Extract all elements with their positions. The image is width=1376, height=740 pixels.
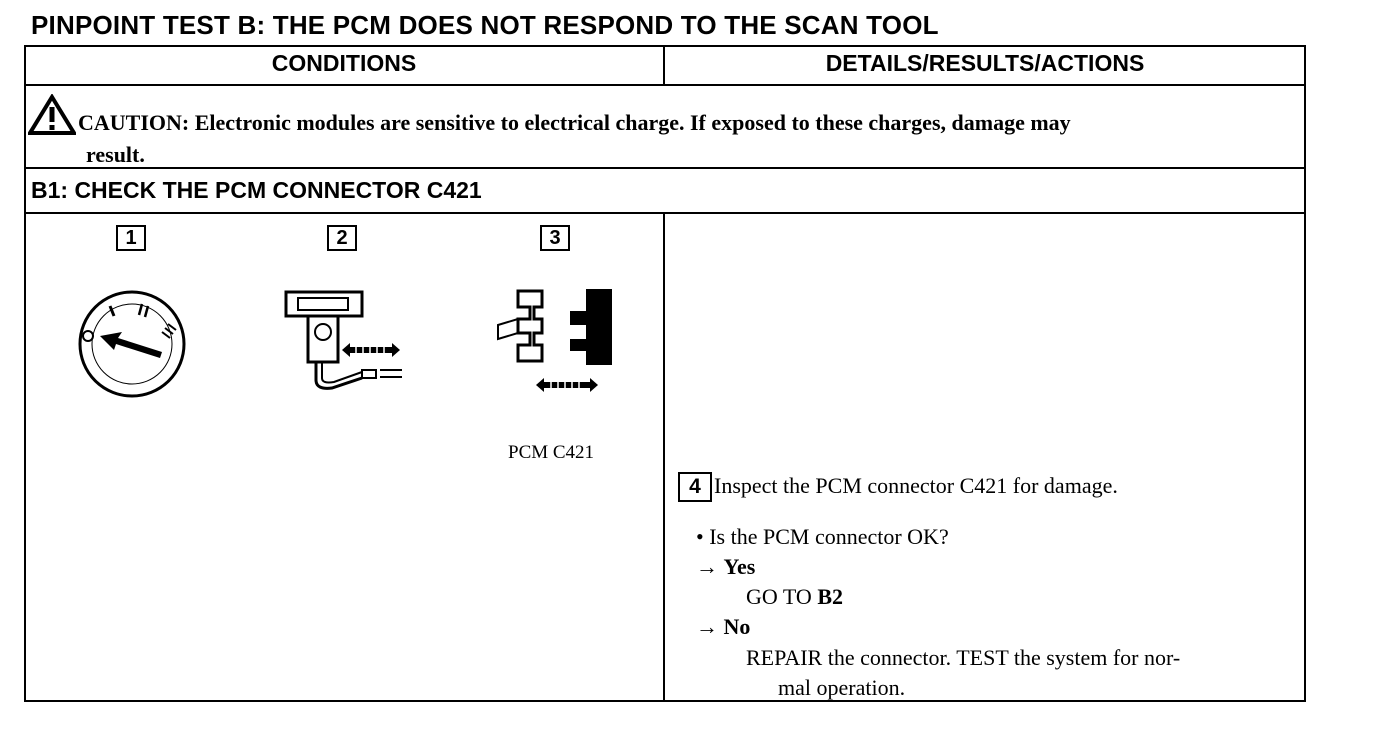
yes-arrow: → [696, 554, 718, 579]
no-branch: → No [696, 614, 750, 640]
question-text: • Is the PCM connector OK? [696, 524, 949, 549]
body-divider [663, 213, 665, 702]
procedure-table [24, 45, 1306, 702]
caution-line-2: result. [86, 142, 145, 167]
no-arrow: → [696, 614, 718, 639]
figure-caption-pcm-c421: PCM C421 [508, 442, 595, 463]
no-action-line-1: REPAIR the connector. TEST the system fo… [746, 645, 1181, 670]
step-title: B1: CHECK THE PCM CONNECTOR C421 [31, 177, 482, 203]
figure-number-3: 3 [540, 225, 570, 251]
yes-action: GO TO B2 [746, 584, 843, 610]
details-header: DETAILS/RESULTS/ACTIONS [825, 50, 1145, 76]
caution-line-1: CAUTION: Electronic modules are sensitiv… [78, 110, 1071, 135]
scan-tool-disconnect-icon [284, 290, 402, 390]
action-number-4: 4 [678, 472, 712, 502]
caution-bottom-rule [24, 167, 1306, 169]
yes-action-target: B2 [817, 584, 843, 609]
header-bottom-rule [24, 84, 1306, 86]
no-label: No [723, 614, 751, 639]
yes-action-prefix: GO TO [746, 584, 812, 609]
warning-triangle-icon [28, 94, 76, 135]
conditions-header: CONDITIONS [271, 50, 417, 76]
header-divider [663, 45, 665, 85]
step-title-bottom-rule [24, 212, 1306, 214]
ignition-switch-icon [78, 290, 186, 398]
yes-label: Yes [723, 554, 756, 579]
figure-number-2: 2 [327, 225, 357, 251]
figure-number-1: 1 [116, 225, 146, 251]
connector-disconnect-icon [497, 289, 612, 392]
page-title: PINPOINT TEST B: THE PCM DOES NOT RESPON… [31, 10, 939, 40]
no-action-line-2: mal operation. [778, 675, 906, 700]
action-text: Inspect the PCM connector C421 for damag… [714, 473, 1118, 498]
yes-branch: → Yes [696, 554, 755, 580]
